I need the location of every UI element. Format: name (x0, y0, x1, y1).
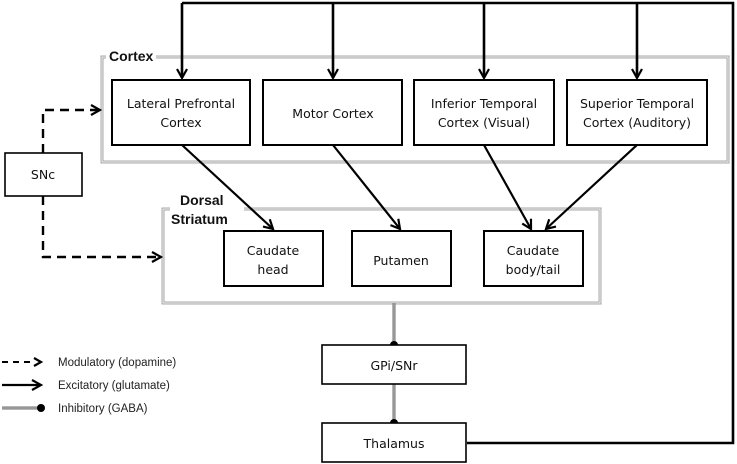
legend-modulatory-label: Modulatory (dopamine) (58, 357, 176, 369)
arrow-motor-to-putamen (332, 144, 400, 229)
node-putamen: Putamen (351, 230, 452, 287)
arrow-lpfc-to-caudate-head (181, 144, 273, 229)
arrow-snc-to-striatum (41, 196, 161, 257)
node-snc-line1: SNc (31, 167, 55, 182)
node-caudate-head-line1: Caudate (247, 243, 300, 258)
thalamus-feedback-connections (182, 1, 735, 445)
striatum-group-border-inner (162, 208, 601, 304)
striatum-group-label-line1: Dorsal (180, 192, 224, 208)
node-motor-line1: Motor Cortex (292, 106, 373, 121)
node-lpfc-line2: Cortex (160, 115, 201, 130)
striatum-group-label-line2: Striatum (171, 211, 228, 227)
node-caudate-head: Caudate head (223, 230, 324, 287)
node-gpi-line1: GPi/SNr (370, 358, 418, 373)
legend-item-inhibitory: Inhibitory (GABA) (2, 403, 148, 415)
node-putamen-box (351, 230, 452, 287)
node-caudate-body-line1: Caudate (507, 243, 560, 258)
cortex-label-bg (106, 47, 156, 65)
dopamine-connections (41, 110, 161, 257)
node-motor-box (262, 79, 403, 146)
striatum-label-bg (170, 191, 244, 227)
node-putamen-line1: Putamen (373, 253, 429, 268)
cortex-group-border-inner (101, 56, 729, 163)
node-lpfc: Lateral Prefrontal Cortex (111, 79, 251, 146)
node-gpi: GPi/SNr (321, 344, 467, 385)
legend-excitatory-arrowhead-icon (31, 379, 44, 391)
node-thalamus-line1: Thalamus (363, 436, 425, 451)
node-caudate-body-box (483, 230, 584, 287)
legend-modulatory-arrowhead-icon (33, 357, 44, 367)
legend-inhibitory-label: Inhibitory (GABA) (58, 403, 148, 415)
node-stc-line2: Cortex (Auditory) (583, 115, 691, 130)
legend-item-modulatory: Modulatory (dopamine) (2, 357, 176, 369)
node-thalamus: Thalamus (321, 422, 467, 463)
corticostriatal-connections (181, 144, 638, 229)
node-caudate-body-line2: body/tail (506, 262, 561, 277)
legend-inhibitory-dot-icon (37, 404, 45, 412)
striatum-group: Dorsal Striatum (161, 191, 602, 305)
node-snc-box (4, 152, 83, 197)
node-gpi-box (321, 344, 467, 385)
node-lpfc-box (111, 79, 251, 146)
node-stc-box (566, 79, 708, 146)
arrow-stc-to-caudate-body (546, 144, 638, 229)
feedback-loop-line (182, 1, 735, 445)
node-thalamus-box (321, 422, 467, 463)
node-itc-line2: Cortex (Visual) (438, 115, 530, 130)
node-stc-line1: Superior Temporal (580, 96, 694, 111)
cortex-group-label: Cortex (109, 48, 154, 64)
node-caudate-head-box (223, 230, 324, 287)
legend: Modulatory (dopamine) Excitatory (glutam… (2, 357, 176, 415)
node-caudate-head-line2: head (257, 262, 288, 277)
arrow-snc-to-cortex (41, 110, 100, 153)
node-stc: Superior Temporal Cortex (Auditory) (566, 79, 708, 146)
legend-item-excitatory: Excitatory (glutamate) (2, 379, 170, 392)
node-caudate-body: Caudate body/tail (483, 230, 584, 287)
node-lpfc-line1: Lateral Prefrontal (127, 96, 235, 111)
node-itc-line1: Inferior Temporal (431, 96, 537, 111)
cortex-group: Cortex (100, 47, 730, 164)
node-itc: Inferior Temporal Cortex (Visual) (413, 79, 555, 146)
legend-excitatory-label: Excitatory (glutamate) (58, 380, 170, 392)
arrow-itc-to-caudate-body (483, 144, 531, 229)
node-itc-box (413, 79, 555, 146)
node-motor: Motor Cortex (262, 79, 403, 146)
node-snc: SNc (4, 152, 83, 197)
